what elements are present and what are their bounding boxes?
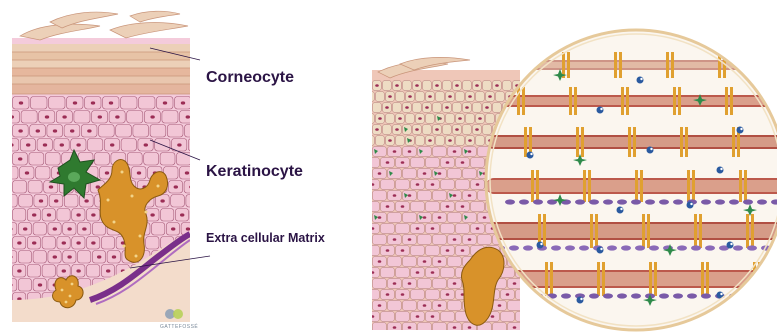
svg-text:GATTEFOSSÉ: GATTEFOSSÉ bbox=[160, 323, 198, 330]
label-corneocyte: Corneocyte bbox=[206, 69, 294, 86]
label-extracellular-matrix: Extra cellular Matrix bbox=[206, 231, 325, 245]
label-keratinocyte: Keratinocyte bbox=[206, 163, 303, 180]
magnified-view bbox=[486, 30, 777, 333]
left-skin-section bbox=[4, 38, 204, 333]
corneocyte-flakes bbox=[20, 11, 188, 40]
